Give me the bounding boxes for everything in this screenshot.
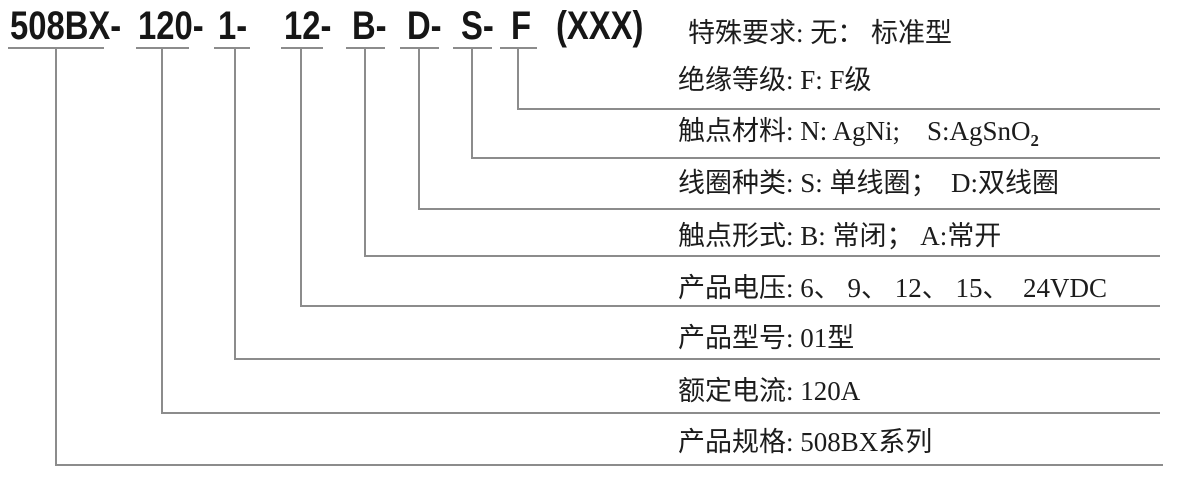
- connector-hline-coil-type: [418, 208, 1160, 210]
- connector-hline-series: [55, 464, 1163, 466]
- segment-underline-model: [214, 47, 250, 49]
- connector-hline-contact-material: [471, 157, 1160, 159]
- connector-hline-current: [161, 412, 1160, 414]
- legend-row-coil-type: 线圈种类: S: 单线圈； D:双线圈: [678, 168, 1060, 198]
- legend-row-contact-form: 触点形式: B: 常闭； A:常开: [678, 221, 1002, 251]
- connector-hline-insulation: [517, 108, 1160, 110]
- code-segment-current: 120-: [138, 4, 204, 48]
- code-segment-voltage: 12-: [284, 4, 332, 48]
- connector-hline-voltage: [300, 305, 1160, 307]
- connector-vline-series: [55, 48, 57, 464]
- legend-row-special-requirement: 特殊要求: 无： 标准型: [688, 18, 953, 48]
- connector-hline-contact-form: [364, 255, 1160, 257]
- contact-material-text: 触点材料: N: AgNi; S:AgSnO: [678, 116, 1031, 146]
- legend-row-insulation-class: 绝缘等级: F: F级: [678, 65, 872, 95]
- connector-vline-contact-material: [471, 48, 473, 157]
- code-segment-contact-material: S-: [461, 4, 494, 48]
- connector-vline-current: [161, 48, 163, 412]
- connector-vline-coil-type: [418, 48, 420, 208]
- contact-material-subscript: 2: [1030, 131, 1039, 150]
- legend-row-product-spec: 产品规格: 508BX系列: [678, 427, 933, 457]
- code-segment-coil-type: D-: [407, 4, 442, 48]
- code-segment-special: (XXX): [556, 4, 644, 48]
- code-segment-model: 1-: [218, 4, 248, 48]
- connector-vline-voltage: [300, 48, 302, 305]
- code-segment-insulation: F: [511, 4, 532, 48]
- connector-vline-model: [234, 48, 236, 358]
- code-segment-contact-form: B-: [352, 4, 387, 48]
- legend-row-contact-material: 触点材料: N: AgNi; S:AgSnO2: [678, 117, 1039, 155]
- legend-row-product-model: 产品型号: 01型: [678, 323, 855, 353]
- connector-hline-model: [234, 358, 1160, 360]
- connector-vline-insulation: [517, 48, 519, 108]
- segment-underline-voltage: [281, 47, 323, 49]
- legend-row-product-voltage: 产品电压: 6、 9、 12、 15、 24VDC: [678, 273, 1108, 303]
- connector-vline-contact-form: [364, 48, 366, 255]
- legend-row-rated-current: 额定电流: 120A: [678, 376, 861, 406]
- code-segment-series: 508BX-: [10, 4, 122, 48]
